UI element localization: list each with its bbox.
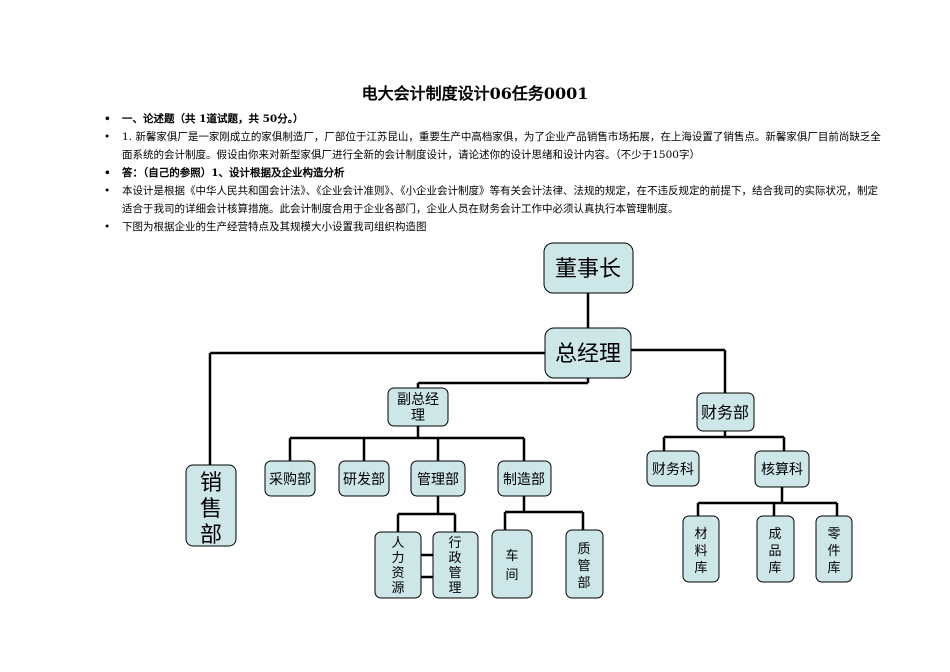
node-label-char: 材 bbox=[694, 527, 707, 542]
section-heading: 一、论述题（共 1道试题，共 50分。） bbox=[122, 113, 304, 125]
node-hr: 人 力 资 源 bbox=[374, 531, 422, 599]
node-label-char: 质 bbox=[577, 542, 590, 557]
node-label: 财务部 bbox=[701, 403, 749, 422]
node-label: 总经理 bbox=[555, 342, 621, 367]
node-label-char: 理 bbox=[448, 581, 461, 596]
node-label-part: 副总经 bbox=[397, 392, 439, 408]
bullet-item: • 1. 新馨家俱厂是一家刚成立的家俱制造厂，厂部位于江苏昆山，重要生产中高档家… bbox=[104, 128, 884, 164]
node-label-char: 售 bbox=[200, 497, 222, 522]
node-accounting-section: 核算科 bbox=[754, 450, 810, 488]
node-board-chairman: 董事长 bbox=[543, 242, 634, 294]
node-administration: 行 政 管 理 bbox=[432, 531, 479, 599]
node-label-char: 销 bbox=[200, 471, 222, 496]
node-label: 财务科 bbox=[652, 462, 694, 478]
node-finance-dept: 财务部 bbox=[696, 392, 755, 432]
node-label-char: 管 bbox=[448, 566, 461, 581]
node-finished-goods-store: 成 品 库 bbox=[756, 515, 795, 583]
document-title: 电大会计制度设计06任务0001 bbox=[361, 84, 589, 103]
node-sales-dept: 销 售 部 bbox=[185, 464, 237, 548]
org-chart-connectors bbox=[208, 293, 839, 579]
node-label-char: 源 bbox=[391, 581, 404, 596]
node-rnd-dept: 研发部 bbox=[338, 460, 390, 497]
node-label-char: 库 bbox=[694, 560, 707, 576]
bullet-item: • 一、论述题（共 1道试题，共 50分。） bbox=[104, 110, 884, 128]
node-materials-store: 材 料 库 bbox=[682, 515, 720, 583]
node-quality-dept: 质 管 部 bbox=[565, 529, 604, 599]
node-label-part: 理 bbox=[411, 408, 425, 424]
answer-heading: 答：（自己的参照）1、设计根据及企业构造分析 bbox=[122, 167, 345, 179]
node-label-char: 部 bbox=[200, 523, 222, 548]
node-label-char: 成 bbox=[768, 527, 781, 542]
bullet-dot: • bbox=[104, 221, 111, 233]
bullet-dot: • bbox=[104, 113, 111, 125]
node-finance-section: 财务科 bbox=[646, 450, 700, 487]
diagram-intro: 下图为根据企业的生产经营特点及其规模大小设置我司组织构造图 bbox=[122, 221, 427, 233]
bullet-dot: • bbox=[104, 167, 111, 179]
node-label: 研发部 bbox=[343, 472, 385, 488]
node-label-char: 力 bbox=[391, 551, 404, 566]
node-label-char: 管 bbox=[577, 559, 590, 574]
bullet-item: • 下图为根据企业的生产经营特点及其规模大小设置我司组织构造图 bbox=[104, 218, 884, 236]
node-label-char: 料 bbox=[694, 544, 707, 559]
node-label-char: 零 bbox=[827, 527, 840, 542]
bullet-item: • 本设计是根据《中华人民共和国会计法》、《企业会计准则》、《小企业会计制度》等… bbox=[104, 182, 884, 218]
node-manufacturing-dept: 制造部 bbox=[497, 460, 552, 497]
node-purchasing-dept: 采购部 bbox=[264, 460, 316, 497]
node-workshop: 车 间 bbox=[491, 529, 533, 599]
node-label: 董事长 bbox=[555, 257, 621, 282]
node-label-char: 品 bbox=[768, 544, 781, 559]
node-label-char: 车 bbox=[505, 548, 518, 564]
node-management-dept: 管理部 bbox=[410, 460, 466, 497]
node-vice-general-manager: 副总经 理 bbox=[387, 387, 449, 427]
node-label-char: 库 bbox=[827, 560, 840, 576]
bullet-dot: • bbox=[104, 131, 111, 143]
node-general-manager: 总经理 bbox=[544, 327, 632, 379]
node-label: 制造部 bbox=[503, 472, 545, 488]
node-label: 管理部 bbox=[417, 472, 459, 488]
node-label-char: 部 bbox=[577, 576, 590, 591]
bullet-dot: • bbox=[104, 185, 111, 197]
node-label: 采购部 bbox=[269, 472, 311, 488]
node-label: 核算科 bbox=[761, 462, 803, 478]
node-label-char: 政 bbox=[448, 551, 461, 566]
node-label-char: 人 bbox=[391, 536, 404, 551]
question-text: 1. 新馨家俱厂是一家刚成立的家俱制造厂，厂部位于江苏昆山，重要生产中高档家俱，… bbox=[122, 131, 881, 161]
node-label-char: 行 bbox=[448, 536, 461, 551]
bullet-item: • 答：（自己的参照）1、设计根据及企业构造分析 bbox=[104, 164, 884, 182]
bullet-list: • 一、论述题（共 1道试题，共 50分。） • 1. 新馨家俱厂是一家刚成立的… bbox=[104, 110, 884, 236]
node-label-char: 库 bbox=[768, 560, 781, 576]
node-label-char: 件 bbox=[827, 544, 840, 559]
node-label-char: 间 bbox=[505, 568, 518, 583]
node-label-char: 资 bbox=[391, 566, 404, 581]
answer-paragraph: 本设计是根据《中华人民共和国会计法》、《企业会计准则》、《小企业会计制度》等有关… bbox=[122, 185, 878, 215]
node-parts-store: 零 件 库 bbox=[815, 515, 853, 583]
